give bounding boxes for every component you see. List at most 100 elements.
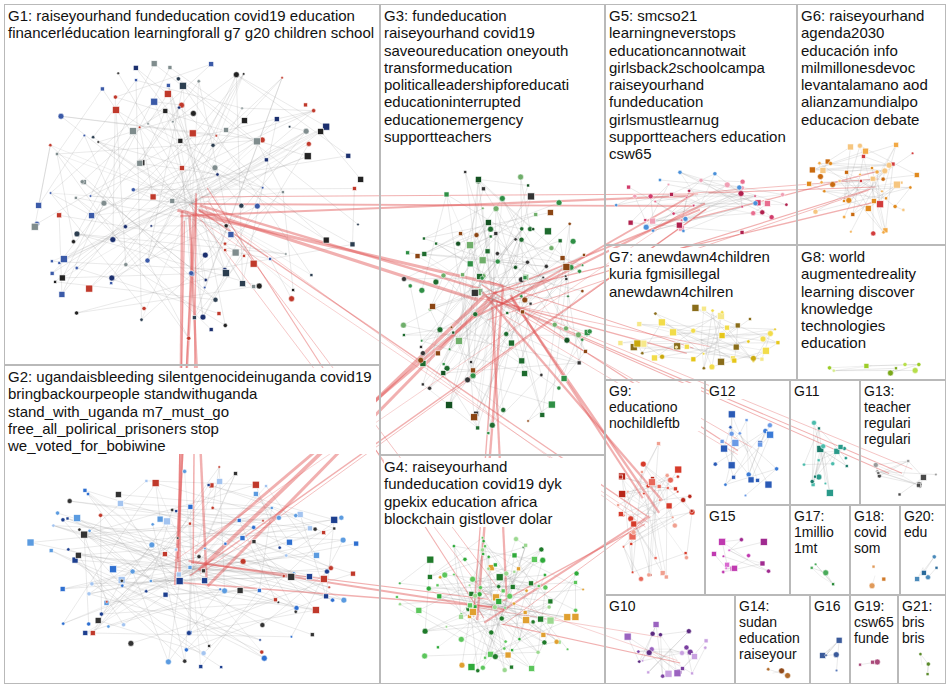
vertex-icon <box>893 181 900 188</box>
vertex-icon <box>133 65 138 70</box>
vertex-dot <box>751 211 756 216</box>
vertex-dot <box>875 170 879 174</box>
vertex-dot <box>774 328 777 331</box>
link-line <box>819 163 873 201</box>
vertex-icon <box>163 592 168 597</box>
vertex-dot <box>785 203 788 206</box>
vertex-dot <box>818 174 824 180</box>
vertex-icon <box>523 610 527 614</box>
vertex-icon <box>202 578 208 584</box>
group-label: G18: covid som <box>854 508 896 556</box>
vertex-dot <box>288 125 291 128</box>
vertex-dot <box>932 555 936 559</box>
vertex-icon <box>666 486 669 489</box>
link-line <box>823 446 830 493</box>
vertex-dot <box>833 652 839 658</box>
vertex-dot <box>747 340 750 343</box>
vertex-dot <box>570 238 576 244</box>
link-line <box>831 163 890 165</box>
vertex-dot <box>504 571 509 576</box>
vertex-icon <box>915 577 920 582</box>
vertex-dot <box>448 348 451 351</box>
link-line <box>730 427 747 452</box>
vertex-icon <box>680 667 684 671</box>
vertex-dot <box>821 444 826 449</box>
vertex-icon <box>496 599 502 605</box>
vertex-dot <box>775 467 779 471</box>
vertex-dot <box>176 537 179 540</box>
vertex-dot <box>58 113 64 119</box>
inter-group-edge <box>505 316 738 455</box>
vertex-dot <box>835 669 838 672</box>
vertex-icon <box>222 270 229 277</box>
vertex-dot <box>871 231 876 236</box>
vertex-icon <box>494 232 498 236</box>
vertex-icon <box>163 518 170 525</box>
link-line <box>498 241 560 262</box>
vertex-dot <box>503 647 506 650</box>
vertex-dot <box>87 622 91 626</box>
vertex-dot <box>647 573 651 577</box>
vertex-icon <box>921 570 926 575</box>
vertex-icon <box>529 666 535 672</box>
link-line <box>84 135 125 226</box>
vertex-dot <box>328 586 331 589</box>
vertex-dot <box>882 168 888 174</box>
vertex-icon <box>59 291 65 297</box>
vertex-icon <box>521 310 525 314</box>
vertex-dot <box>211 506 214 509</box>
vertex-icon <box>935 566 938 569</box>
vertex-dot <box>684 556 688 560</box>
link-line <box>62 203 192 278</box>
vertex-dot <box>110 237 116 243</box>
link-line <box>51 193 92 216</box>
group-panel: G6: raiseyourhand agenda2030 educación i… <box>797 4 946 245</box>
vertex-icon <box>618 473 625 480</box>
vertex-icon <box>358 176 364 182</box>
vertex-dot <box>668 477 674 483</box>
vertex-icon <box>583 349 587 353</box>
vertex-dot <box>418 357 424 363</box>
vertex-dot <box>177 106 180 109</box>
vertex-icon <box>527 193 534 200</box>
vertex-dot <box>473 312 478 317</box>
vertex-dot <box>138 126 141 128</box>
link-line <box>183 86 192 203</box>
vertex-icon <box>435 242 438 245</box>
vertex-dot <box>823 570 829 576</box>
vertex-icon <box>519 358 525 364</box>
vertex-icon <box>648 479 655 486</box>
vertex-dot <box>281 77 284 80</box>
inter-group-edge <box>477 285 503 620</box>
vertex-dot <box>183 469 187 473</box>
link-line <box>746 420 748 452</box>
vertex-icon <box>673 487 677 491</box>
link-line <box>418 223 489 257</box>
vertex-dot <box>643 492 646 495</box>
link-line <box>643 464 677 492</box>
link-line <box>172 508 272 510</box>
vertex-icon <box>241 118 247 124</box>
vertex-dot <box>330 598 334 602</box>
vertex-icon <box>233 472 237 476</box>
vertex-icon <box>619 490 626 497</box>
vertex-icon <box>711 551 716 556</box>
vertex-icon <box>471 289 478 296</box>
vertex-icon <box>149 579 152 582</box>
link-line <box>840 181 884 232</box>
group-label: G15 <box>709 508 786 524</box>
vertex-icon <box>735 323 740 328</box>
group-label: G8: world augmentedreality learning disc… <box>801 248 942 352</box>
vertex-dot <box>512 602 515 605</box>
vertex-icon <box>653 621 659 627</box>
vertex-icon <box>517 567 521 571</box>
vertex-dot <box>540 373 543 376</box>
vertex-icon <box>350 242 355 247</box>
vertex-dot <box>290 636 293 639</box>
vertex-dot <box>682 229 685 232</box>
vertex-icon <box>817 459 820 462</box>
vertex-dot <box>218 466 221 469</box>
vertex-dot <box>408 284 412 288</box>
vertex-icon <box>50 271 54 275</box>
group-label: G12 <box>709 383 786 399</box>
